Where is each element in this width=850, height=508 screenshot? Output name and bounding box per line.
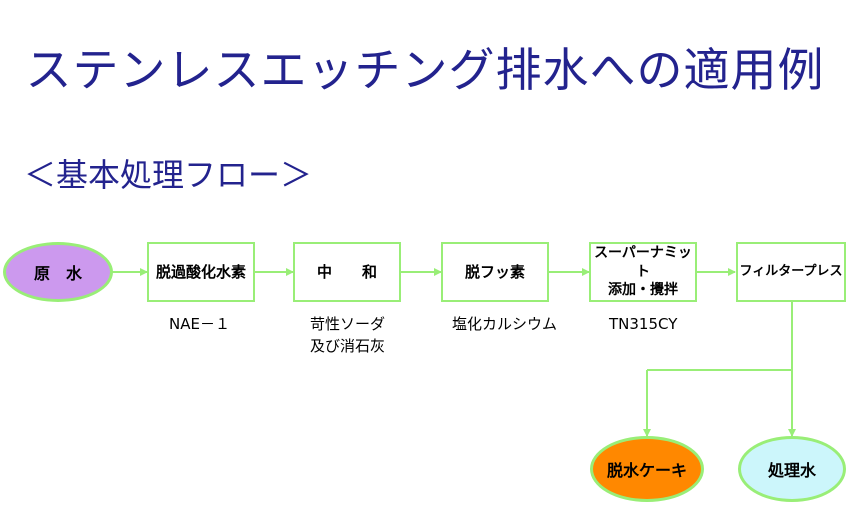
treated-water-node: 処理水 [738, 436, 846, 502]
annotation-step1: NAE－１ [169, 315, 230, 333]
flow-subtitle: ＜基本処理フロー＞ [24, 156, 313, 194]
dewatered-cake-node: 脱水ケーキ [590, 436, 704, 502]
annotation-step2: 苛性ソーダ 及び消石灰 [310, 315, 386, 355]
step-neutralization: 中 和 [293, 242, 401, 302]
raw-water-node: 原 水 [3, 242, 113, 302]
step-filter-press: フィルタープレス [736, 242, 846, 302]
annotation-step3: 塩化カルシウム [452, 315, 558, 333]
page-title: ステンレスエッチング排水への適用例 [25, 43, 825, 97]
step-supernamit-mixing: スーパーナミット 添加・攪拌 [589, 242, 697, 302]
step-defluorination: 脱フッ素 [441, 242, 549, 302]
step-de-peroxide: 脱過酸化水素 [147, 242, 255, 302]
annotation-step4: TN315CY [609, 315, 678, 333]
